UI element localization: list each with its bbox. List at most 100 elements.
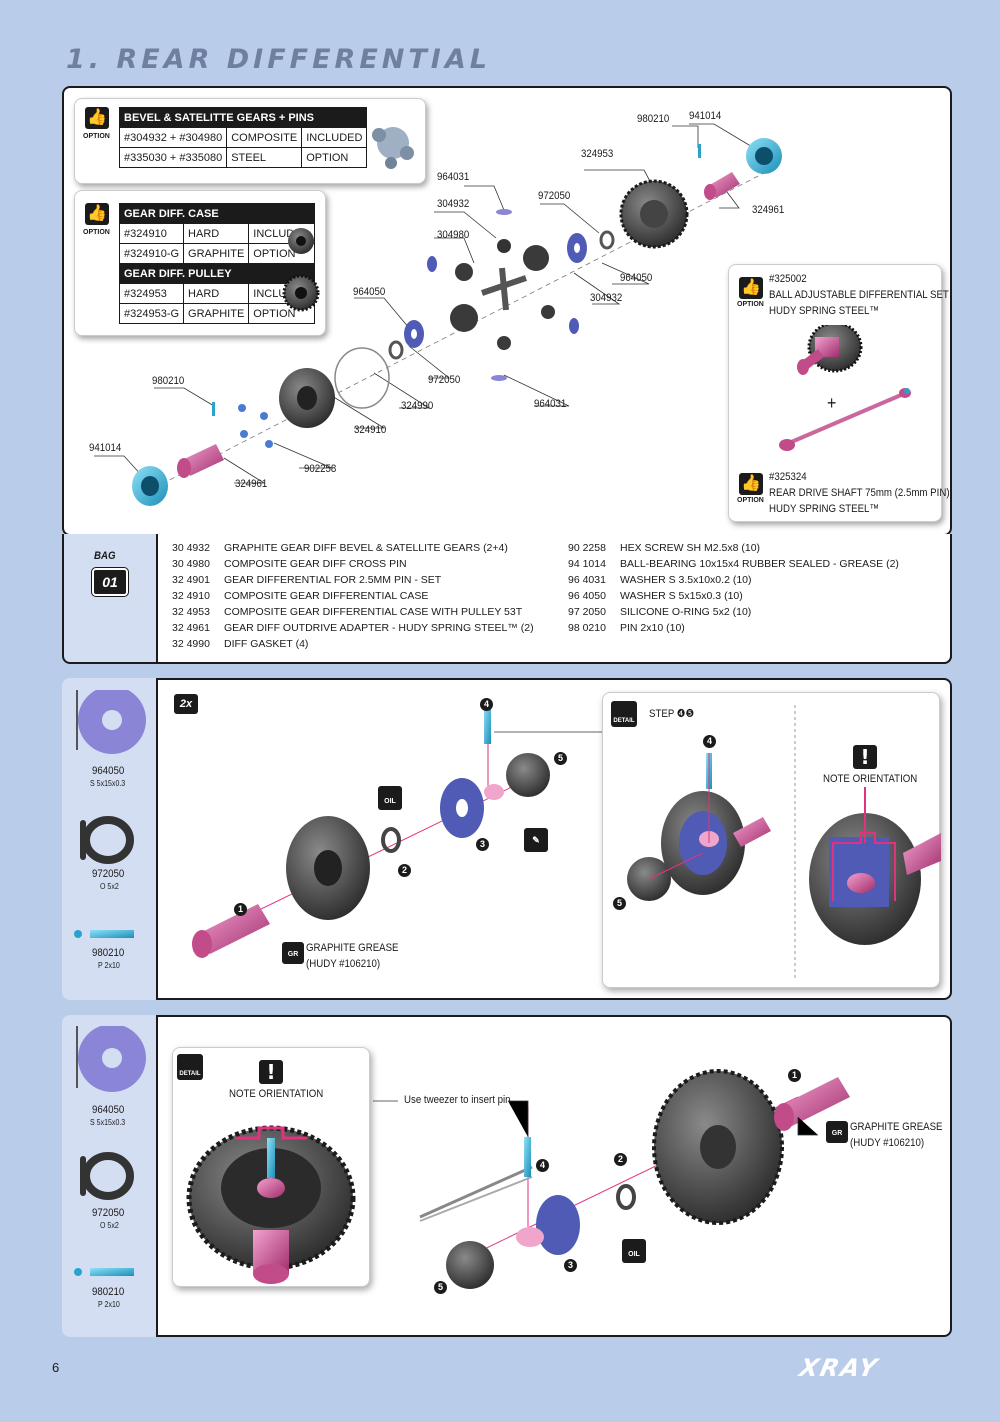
exploded-view-drawing (94, 123, 782, 506)
page-number: 6 (52, 1360, 60, 1375)
option-label: OPTION (83, 229, 110, 236)
ball-diff-image (779, 325, 911, 451)
label-941014-left: 941014 (89, 442, 122, 454)
part-description: HEX SCREW SH M2.5x8 (10) (620, 542, 761, 554)
part-description: GEAR DIFF OUTDRIVE ADAPTER - HUDY SPRING… (224, 622, 534, 634)
part-code: 30 4932 (172, 542, 210, 554)
label-304980: 304980 (437, 229, 470, 241)
step2-part-2-desc: O 5x2 (100, 882, 119, 891)
step2-panel: 2x OIL ✎ 1 2 3 4 5 GR GRAPHITE GREASE (H… (156, 678, 952, 1000)
part-code: 90 2258 (568, 542, 606, 554)
detail-icon: DETAIL (177, 1054, 203, 1080)
label-980210-left: 980210 (152, 375, 185, 387)
step2-side-parts (74, 690, 146, 938)
part-code: 96 4050 (568, 590, 606, 602)
oil-icon: OIL (378, 786, 402, 810)
note-orientation: NOTE ORIENTATION (229, 1088, 324, 1100)
step3-part-3-code: 980210 (92, 1286, 125, 1298)
detail-step-5: 5 (613, 897, 626, 910)
tweezer-instruction: Use tweezer to insert pin (404, 1094, 511, 1106)
note-orientation: NOTE ORIENTATION (823, 773, 918, 785)
table-row: #304932 + #304980 COMPOSITE INCLUDED (118, 127, 368, 148)
part-description: PIN 2x10 (10) (620, 622, 685, 634)
label-964050-left: 964050 (353, 286, 386, 298)
step3-part-2-code: 972050 (92, 1207, 125, 1219)
part-code: 32 4910 (172, 590, 210, 602)
label-902258: 902258 (304, 463, 337, 475)
table-header-pulley: GEAR DIFF. PULLEY (119, 263, 315, 284)
step3-part-1-code: 964050 (92, 1104, 125, 1116)
part-description: WASHER S 5x15x0.3 (10) (620, 590, 743, 602)
step2-part-3-code: 980210 (92, 947, 125, 959)
step3-panel: 1 2 3 4 5 Use tweezer to insert pin OIL … (156, 1015, 952, 1337)
label-941014-top: 941014 (689, 110, 722, 122)
step-number-5: 5 (554, 752, 567, 765)
exploded-view-panel: 980210 941014 324953 324961 964031 97205… (62, 86, 952, 536)
step-number-4: 4 (536, 1159, 549, 1172)
bevel-gears-table: BEVEL & SATELITTE GEARS + PINS #304932 +… (118, 107, 368, 168)
part-description: COMPOSITE GEAR DIFFERENTIAL CASE WITH PU… (224, 606, 523, 618)
part-description: DIFF GASKET (4) (224, 638, 309, 650)
brand-logo: XRAY (797, 1354, 882, 1382)
parts-list: 30 4932 GRAPHITE GEAR DIFF BEVEL & SATELL… (156, 534, 952, 664)
table-header-case: GEAR DIFF. CASE (119, 203, 315, 224)
thumbs-up-icon (739, 277, 763, 299)
label-972050-mid: 972050 (428, 374, 461, 386)
label-964031-top: 964031 (437, 171, 470, 183)
option-label: OPTION (737, 301, 764, 308)
grease-text-2: (HUDY #106210) (306, 958, 381, 970)
step-number-5: 5 (434, 1281, 447, 1294)
table-row: #324910 HARD INCLUDED (118, 223, 315, 244)
label-304932-a: 304932 (437, 198, 470, 210)
step-number-1: 1 (234, 903, 247, 916)
table-row: #335030 + #335080 STEEL OPTION (118, 147, 368, 168)
label-964031-bot: 964031 (534, 398, 567, 410)
step-number-2: 2 (614, 1153, 627, 1166)
step2-part-1-desc: S 5x15x0.3 (90, 779, 126, 788)
label-304932-b: 304932 (590, 292, 623, 304)
ball-diff-name: BALL ADJUSTABLE DIFFERENTIAL SET (769, 289, 949, 301)
part-description: WASHER S 3.5x10x0.2 (10) (620, 574, 752, 586)
diff-case-image (282, 228, 320, 312)
label-972050-top: 972050 (538, 190, 571, 202)
drive-shaft-material: HUDY SPRING STEEL™ (769, 503, 880, 515)
detail-step-4: 4 (703, 735, 716, 748)
multiplier-badge: 2x (174, 694, 198, 714)
bag-number-badge: 01 (91, 567, 129, 597)
step-number-2: 2 (398, 864, 411, 877)
label-964050-right: 964050 (620, 272, 653, 284)
bag-label: BAG (94, 550, 116, 562)
thumbs-up-icon (85, 107, 109, 129)
part-description: GRAPHITE GEAR DIFF BEVEL & SATELLITE GEA… (224, 542, 508, 554)
part-description: COMPOSITE GEAR DIFFERENTIAL CASE (224, 590, 429, 602)
part-code: 98 0210 (568, 622, 606, 634)
label-324961-bot: 324961 (235, 478, 268, 490)
part-code: 96 4031 (568, 574, 606, 586)
grease-text-1: GRAPHITE GREASE (850, 1121, 943, 1133)
step-number-3: 3 (476, 838, 489, 851)
bevel-gears-image (372, 127, 414, 169)
drive-shaft-number: #325324 (769, 471, 807, 483)
grease-icon: GR (826, 1121, 848, 1143)
label-324910: 324910 (354, 424, 387, 436)
part-code: 97 2050 (568, 606, 606, 618)
step2-detail-box: DETAIL STEP ❹❺ 4 5 ! NOTE ORIENTATION (602, 692, 941, 988)
table-header: BEVEL & SATELITTE GEARS + PINS (118, 107, 368, 128)
part-code: 32 4901 (172, 574, 210, 586)
part-description: BALL-BEARING 10x15x4 RUBBER SEALED - GRE… (620, 558, 899, 570)
part-code: 30 4980 (172, 558, 210, 570)
option-box-ball-diff: OPTION #325002 BALL ADJUSTABLE DIFFERENT… (728, 264, 950, 522)
step3-drawing (373, 1069, 850, 1289)
plus-sign: + (827, 393, 837, 413)
step-number-3: 3 (564, 1259, 577, 1272)
ball-diff-number: #325002 (769, 273, 807, 285)
step3-detail-box: DETAIL ! NOTE ORIENTATION (172, 1047, 370, 1287)
part-code: 32 4961 (172, 622, 210, 634)
thumbs-up-icon (85, 203, 109, 225)
warning-icon: ! (853, 745, 877, 769)
page-title: 1. REAR DIFFERENTIAL (66, 44, 491, 75)
part-code: 32 4953 (172, 606, 210, 618)
step2-part-2-code: 972050 (92, 868, 125, 880)
drive-shaft-name: REAR DRIVE SHAFT 75mm (2.5mm PIN) (769, 487, 950, 499)
label-980210-top: 980210 (637, 113, 670, 125)
